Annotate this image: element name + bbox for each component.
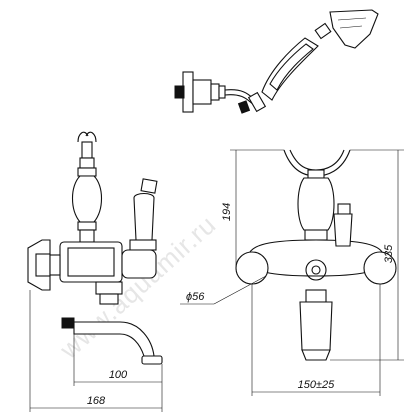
dimension-335: 335 [383, 244, 395, 263]
dimension-150-25: 150±25 [298, 379, 336, 391]
faucet-side-view [27, 131, 163, 365]
dimension-lines [29, 149, 404, 412]
faucet-front-view [235, 149, 397, 361]
dimension-phi56: ϕ56 [186, 291, 205, 303]
dimension-168: 168 [87, 395, 106, 407]
hand-shower-top-view [174, 9, 379, 114]
dimension-100: 100 [109, 369, 128, 381]
dimension-194: 194 [221, 203, 233, 221]
